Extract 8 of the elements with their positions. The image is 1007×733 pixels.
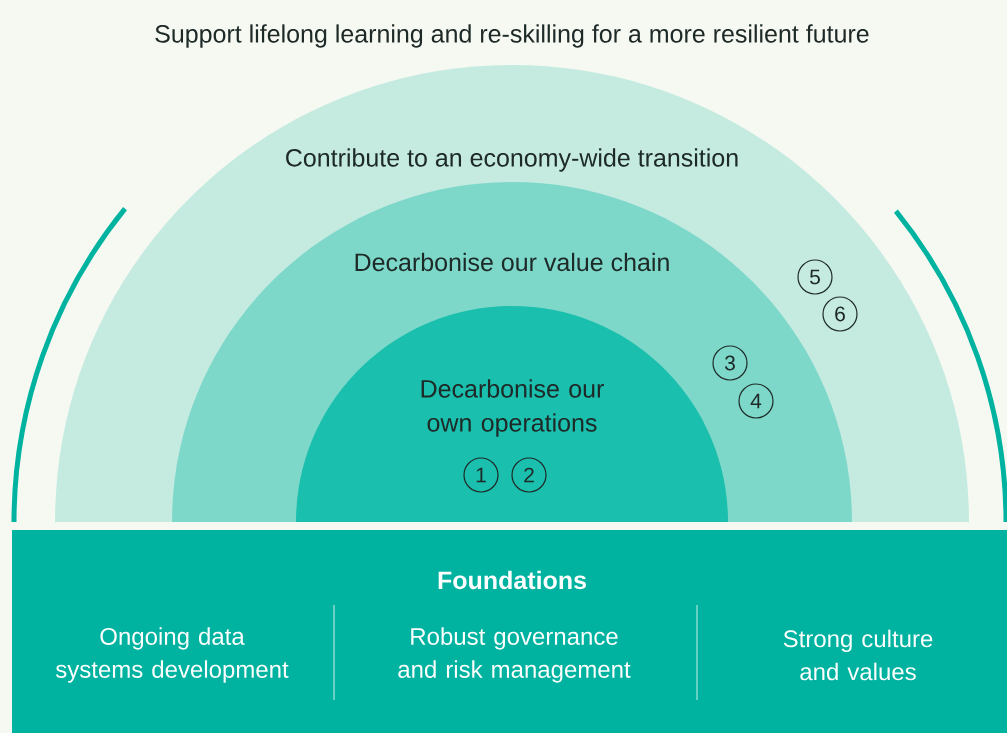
callout-number: 2	[511, 457, 547, 493]
foundations-panel: Foundations Ongoing data systems development Robust governance and risk management Strong culture and values	[12, 530, 1007, 733]
callout-number: 3	[712, 345, 748, 381]
callout-number: 5	[797, 259, 833, 295]
callout-number: 4	[738, 383, 774, 419]
callout-number: 6	[822, 296, 858, 332]
heading-text: Support lifelong learning and re-skilling for a more resilient future	[155, 24, 869, 48]
callout-number: 1	[463, 457, 499, 493]
